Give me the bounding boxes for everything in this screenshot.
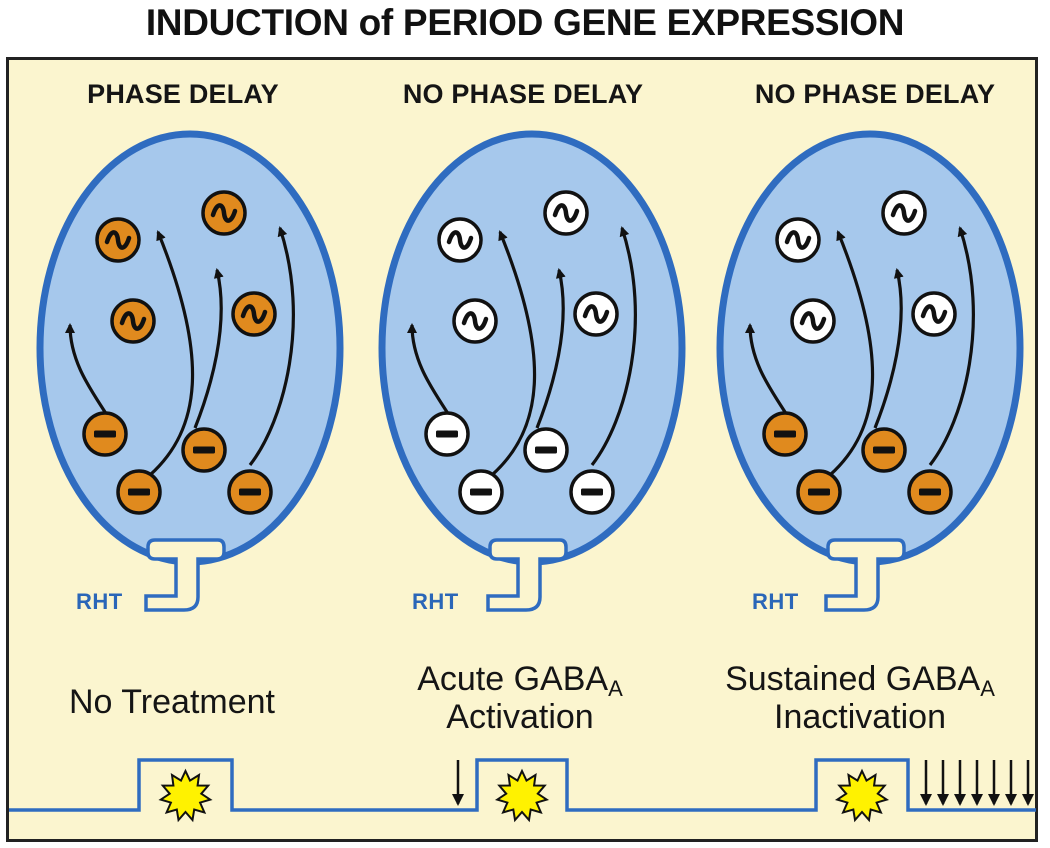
cell-1 <box>36 130 344 612</box>
diagram-title: INDUCTION of PERIOD GENE EXPRESSION <box>145 2 905 43</box>
receptor-icon <box>486 538 568 612</box>
minus-icon <box>424 411 470 457</box>
light-schedule <box>9 758 1036 823</box>
minus-icon <box>861 427 907 473</box>
light-baseline <box>9 758 1036 812</box>
arrow-4 <box>248 226 295 466</box>
sine-wave-icon <box>543 190 589 236</box>
sine-wave-icon <box>790 298 836 344</box>
phase-label-2: NO PHASE DELAY <box>402 79 644 109</box>
treatment-label-3: Sustained GABAA Inactivation <box>680 660 1040 736</box>
arrow-3 <box>873 268 904 429</box>
sine-wave-icon <box>201 190 247 236</box>
sine-wave-icon <box>437 217 483 263</box>
arrow-4 <box>928 226 975 466</box>
treatment-subscript-2: A <box>608 676 623 701</box>
treatment-line1-1: No Treatment <box>69 683 275 721</box>
minus-icon <box>116 469 162 515</box>
minus-icon <box>181 427 227 473</box>
receptor-icon <box>144 538 226 612</box>
sine-wave-icon <box>452 298 498 344</box>
cell-2 <box>378 130 686 612</box>
minus-icon <box>458 469 504 515</box>
minus-icon <box>569 469 615 515</box>
phase-label-3: NO PHASE DELAY <box>754 79 996 109</box>
cell-3 <box>716 130 1024 612</box>
sine-wave-icon <box>110 298 156 344</box>
sine-wave-icon <box>775 217 821 263</box>
arrow-4 <box>590 226 637 466</box>
sun-burst-icon <box>834 768 890 823</box>
treatment-line1-2: Acute GABA <box>417 660 609 698</box>
treatment-label-1: No Treatment <box>0 683 352 721</box>
receptor-label-2: RHT <box>412 589 459 614</box>
minus-icon <box>82 411 128 457</box>
minus-icon <box>907 469 953 515</box>
sine-wave-icon <box>95 217 141 263</box>
sun-burst-icon <box>494 768 550 823</box>
treatment-line1-3: Sustained GABA <box>725 660 981 698</box>
receptor-label-3: RHT <box>752 589 799 614</box>
treatment-line2-2: Activation <box>446 698 594 736</box>
receptor-label-1: RHT <box>76 589 123 614</box>
minus-icon <box>227 469 273 515</box>
minus-icon <box>523 427 569 473</box>
arrow-2 <box>828 230 875 477</box>
sine-wave-icon <box>231 291 277 337</box>
arrow-3 <box>535 268 566 429</box>
sine-wave-icon <box>573 291 619 337</box>
sine-wave-icon <box>881 190 927 236</box>
minus-icon <box>796 469 842 515</box>
arrow-2 <box>490 230 537 477</box>
arrow-3 <box>193 268 224 429</box>
receptor-icon <box>824 538 906 612</box>
treatment-subscript-3: A <box>980 676 995 701</box>
sine-wave-icon <box>911 291 957 337</box>
treatment-label-2: Acute GABAA Activation <box>340 660 700 736</box>
sun-burst-icon <box>158 768 213 823</box>
arrow-2 <box>148 230 195 477</box>
treatment-line2-3: Inactivation <box>774 698 946 736</box>
minus-icon <box>762 411 808 457</box>
phase-label-1: PHASE DELAY <box>87 79 279 109</box>
